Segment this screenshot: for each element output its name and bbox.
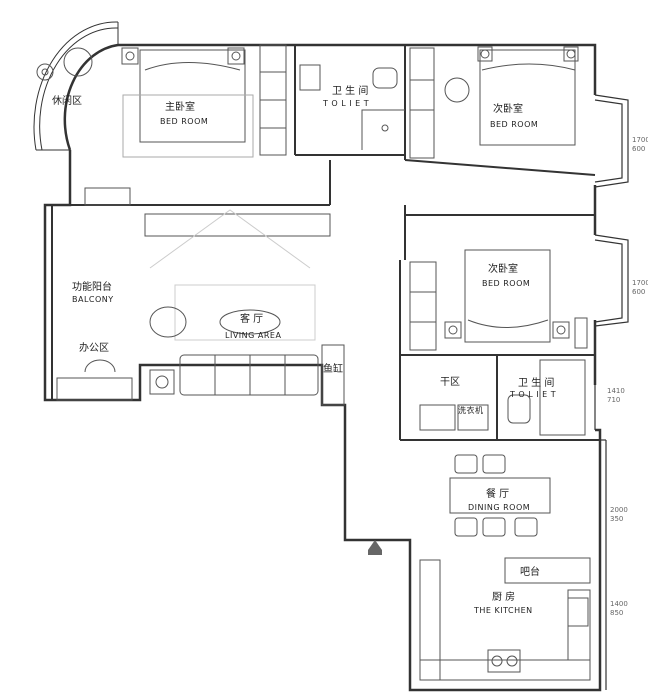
balcony-en: BALCONY <box>72 295 114 304</box>
lounge-chair-icon <box>63 47 93 77</box>
master-bed-icon <box>139 49 246 143</box>
office-label: 办公区 <box>79 341 109 354</box>
dim-5-top: 1400 <box>610 600 628 608</box>
lounge-label: 休闲区 <box>52 94 82 107</box>
coffee-table-icon <box>219 309 281 335</box>
bar-label: 吧台 <box>520 565 540 578</box>
armchair-icon <box>149 306 187 338</box>
dim-1-bottom: 600 <box>632 145 645 153</box>
dining-en: DINING ROOM <box>468 503 530 512</box>
balcony-cabinet-icon <box>84 187 131 206</box>
second-bed-top-icon <box>479 49 576 146</box>
washer-label: 洗衣机 <box>458 405 484 415</box>
living-label: 客 厅 <box>240 312 263 325</box>
interior-walls <box>44 45 600 441</box>
dimension-labels: 1700 600 1700 600 1410 710 2000 350 1400… <box>607 136 648 617</box>
bar-counter-icon <box>504 557 591 584</box>
kitchen-label: 厨 房 <box>492 590 515 603</box>
lounge-arc <box>33 21 119 151</box>
washer-icon <box>457 404 489 431</box>
fish-tank-label: 鱼缸 <box>323 362 343 375</box>
fish-tank-icon <box>321 344 345 406</box>
entrance-marker <box>368 540 382 555</box>
dining-table-icon <box>449 477 551 514</box>
master-bedroom-label: 主卧室 <box>165 100 195 113</box>
second-bedroom-top-en: BED ROOM <box>490 120 538 129</box>
room-labels: 休闲区 主卧室 BED ROOM 卫 生 间 T O L I E T 次卧室 B… <box>52 84 556 615</box>
furniture <box>36 44 591 681</box>
bay-windows <box>594 94 629 690</box>
bath-top-en: T O L I E T <box>322 99 369 108</box>
dry-area-sink-icon <box>419 404 456 431</box>
second-bed-bottom-icon <box>464 249 551 343</box>
stove-icon <box>487 649 521 673</box>
second-bedroom-top-label: 次卧室 <box>493 102 523 115</box>
bath-bottom-label: 卫 生 间 <box>518 376 554 389</box>
outer-walls <box>43 43 602 692</box>
dim-5-bottom: 850 <box>610 609 623 617</box>
living-en: LIVING AREA <box>225 331 281 340</box>
kitchen-sink-icon <box>567 597 589 627</box>
second-bedroom-bottom-label: 次卧室 <box>488 262 518 275</box>
toilet-bottom-icon <box>507 394 531 424</box>
dim-2-top: 1700 <box>632 279 648 287</box>
kitchen-en: THE KITCHEN <box>473 606 533 615</box>
kitchen-counter-icon <box>419 559 441 681</box>
bath-bottom-en: T O L I E T <box>509 390 556 399</box>
dim-2-bottom: 600 <box>632 288 645 296</box>
office-chair-icon <box>84 359 116 373</box>
dim-3-bottom: 710 <box>607 396 620 404</box>
dim-3-top: 1410 <box>607 387 625 395</box>
bath-top-label: 卫 生 间 <box>332 84 368 97</box>
dim-4-top: 2000 <box>610 506 628 514</box>
sofa-icon <box>179 354 319 396</box>
dim-4-bottom: 350 <box>610 515 623 523</box>
dining-label: 餐 厅 <box>486 487 509 500</box>
dim-1-top: 1700 <box>632 136 648 144</box>
toilet-top-icon <box>372 67 398 89</box>
dry-area-label: 干区 <box>440 376 460 388</box>
balcony-label: 功能阳台 <box>72 280 112 293</box>
second-bedroom-bottom-en: BED ROOM <box>482 279 530 288</box>
bath-sink-icon <box>299 64 321 91</box>
shower-icon <box>361 109 405 150</box>
master-bedroom-en: BED ROOM <box>160 117 208 126</box>
